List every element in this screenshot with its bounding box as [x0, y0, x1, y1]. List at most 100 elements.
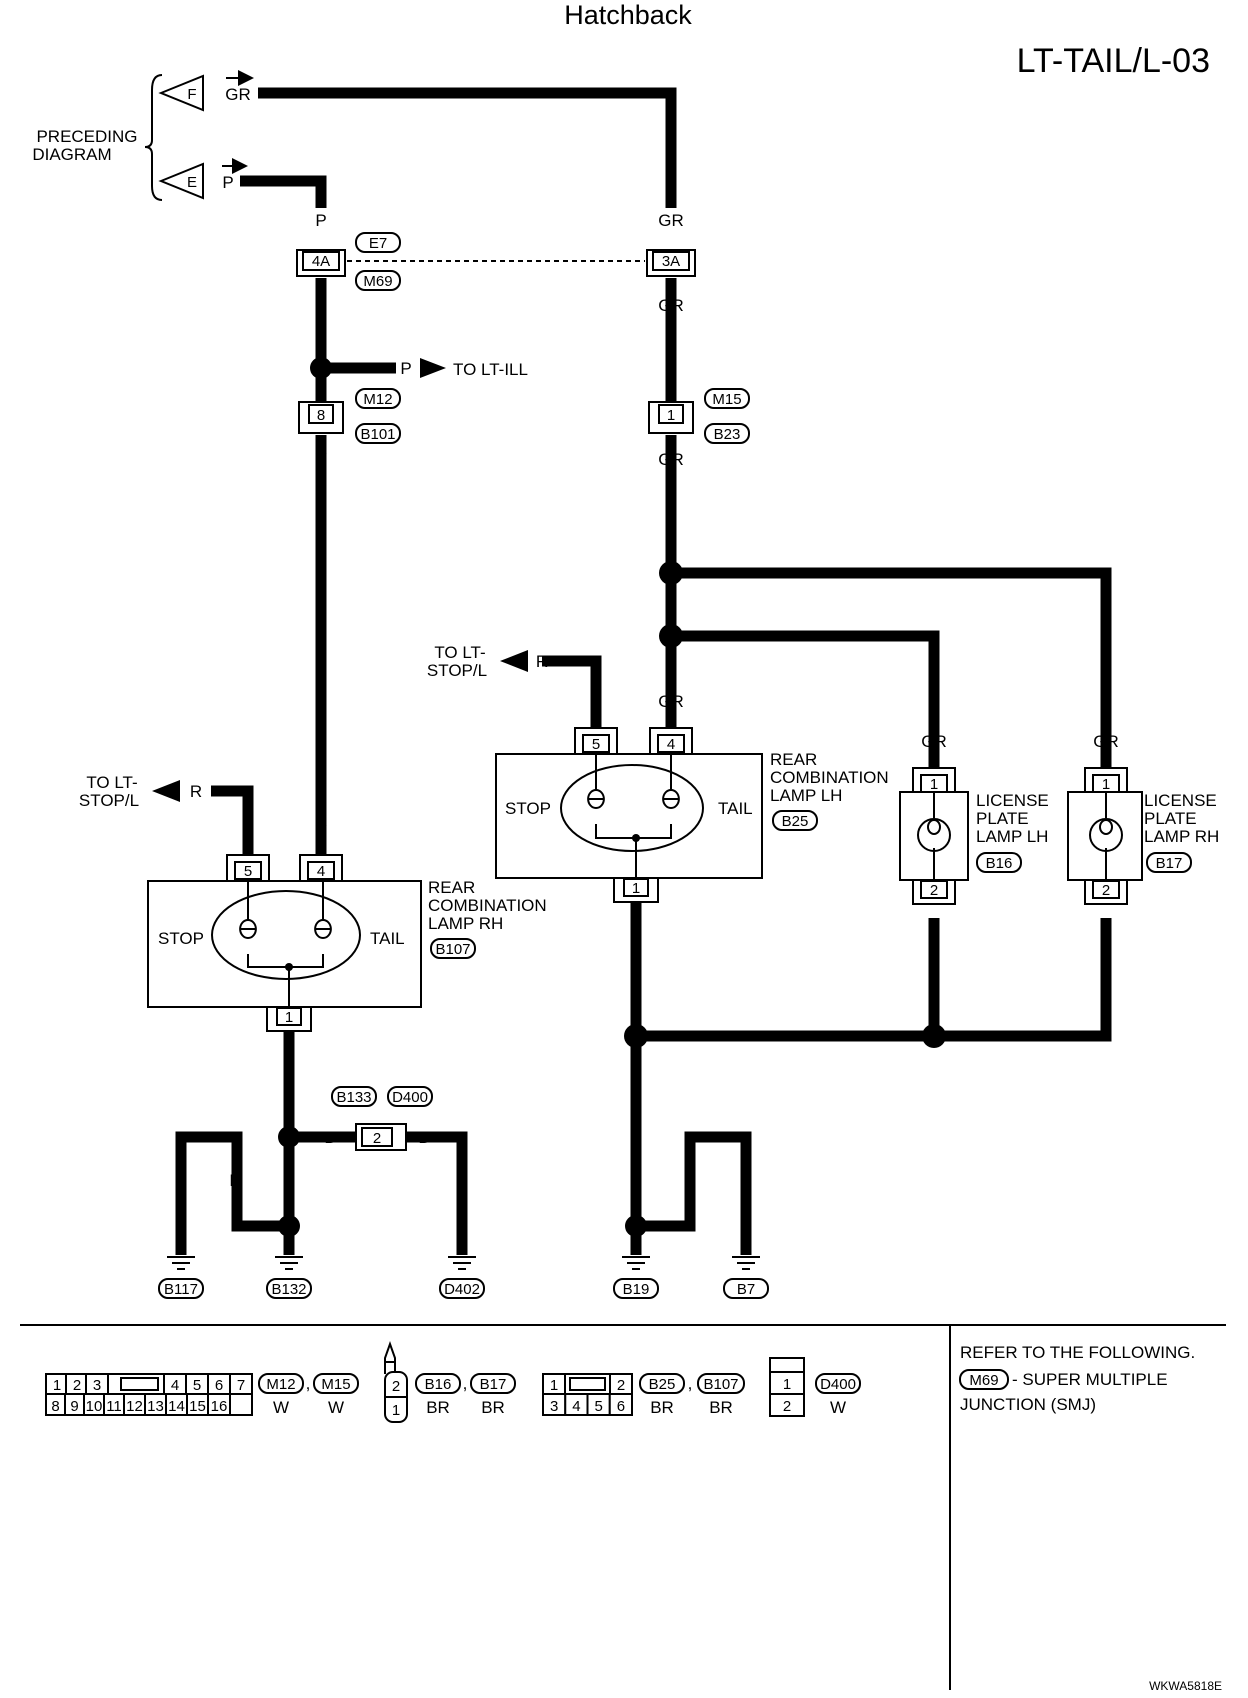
- figure-id: WKWA5818E: [1149, 1679, 1222, 1693]
- wire-color: P: [315, 296, 326, 315]
- legend-pin: 6: [215, 1377, 223, 1394]
- connector-id-badge: [313, 1373, 359, 1394]
- legend-connector-outline: [769, 1357, 805, 1417]
- legend-color: BR: [481, 1398, 505, 1417]
- splice-dot: [624, 1024, 648, 1048]
- wire-color: V: [315, 822, 327, 841]
- legend-pin: 13: [147, 1398, 164, 1415]
- wire-r-lh: [542, 655, 602, 728]
- wire-color: V: [315, 450, 327, 469]
- legend-pin: 1: [550, 1377, 558, 1394]
- pin-label: 1: [1102, 776, 1110, 793]
- connector-id-badge: [1146, 852, 1192, 873]
- pin-label: 1: [930, 776, 938, 793]
- connector-id-badge: [639, 1373, 685, 1394]
- refer-note: REFER TO THE FOLLOWING. M69 - SUPER MULT…: [959, 1343, 1195, 1414]
- splice-dot: [278, 1126, 300, 1148]
- ground-icon: [275, 1256, 303, 1270]
- connector-id-badge: [439, 1278, 485, 1299]
- wire-color: R: [242, 822, 254, 841]
- legend-key: [120, 1377, 159, 1391]
- wire-b-to-d402: [406, 1131, 468, 1255]
- connector-m12-b101: 8 M12 B101: [298, 388, 401, 444]
- lamp-name-1: LICENSE: [1144, 791, 1217, 810]
- connector-pin-box: [361, 1127, 393, 1147]
- tail-label: TAIL: [718, 799, 753, 818]
- wire-b-plates: [636, 918, 1112, 1042]
- wire-gr-main: [258, 87, 677, 208]
- license-plate-lamp-lh: 1 2 LICENSE PLATE LAMP LH B16: [899, 767, 1049, 905]
- legend-pin: 4: [171, 1377, 179, 1394]
- ground-icon: [622, 1256, 650, 1270]
- connector-id: M12: [363, 391, 392, 408]
- connector-pin-box: [658, 404, 684, 424]
- connector-id-badge: [697, 1373, 745, 1394]
- connector-m15-b23: 1 M15 B23: [648, 388, 750, 444]
- wire-color: B: [630, 1171, 641, 1190]
- legend-pin: 6: [617, 1398, 625, 1415]
- connector-id-badge: [387, 1086, 433, 1107]
- wire-color: R: [190, 782, 202, 801]
- legend-comma: ,: [306, 1374, 311, 1393]
- connector-f-label: F: [187, 86, 196, 103]
- splice-points: [278, 357, 946, 1237]
- legend-pin: 1: [392, 1402, 400, 1419]
- preceding-label-1: PRECEDING: [36, 127, 137, 146]
- to-lt-ill-label: TO LT-ILL: [453, 360, 528, 379]
- legend-pin: 15: [189, 1398, 206, 1415]
- legend-pin: 11: [106, 1398, 122, 1415]
- legend-key: [569, 1377, 606, 1391]
- connector-id: B17: [480, 1376, 507, 1393]
- ground-id: B132: [271, 1281, 306, 1298]
- connector-id: B25: [782, 813, 809, 830]
- wire-b-ground-b7: [636, 1131, 752, 1255]
- bulb-icon: [662, 789, 680, 810]
- wire-color: B: [630, 925, 641, 944]
- pin-label: 5: [592, 736, 600, 753]
- connector-id-badge: [704, 423, 750, 444]
- connector-pin-box: [234, 861, 262, 880]
- wire-color: R: [536, 652, 548, 671]
- splice-dot: [625, 1215, 647, 1237]
- connector-id: E7: [369, 235, 387, 252]
- connector-e-label: E: [187, 174, 197, 191]
- pin-label: 2: [373, 1130, 381, 1147]
- connector-pin-box: [657, 734, 685, 753]
- legend-pin: 3: [550, 1398, 558, 1415]
- wire-color: GR: [658, 692, 684, 711]
- lamp-name-1: REAR: [428, 878, 475, 897]
- lamp-junction-dot: [285, 963, 293, 971]
- wire-color: B: [283, 1171, 294, 1190]
- bulb-icon: [917, 818, 951, 852]
- wire-f-color: GR: [225, 85, 251, 104]
- legend-pin: 9: [70, 1398, 78, 1415]
- connector-id-badge: [470, 1373, 516, 1394]
- legend-pin: 2: [783, 1398, 791, 1415]
- legend-color: BR: [650, 1398, 674, 1417]
- refer-line-1: REFER TO THE FOLLOWING.: [960, 1343, 1195, 1362]
- pin-label: 4: [667, 736, 675, 753]
- to-stop-label-rh-1: TO LT-: [86, 773, 137, 792]
- bulb-icon: [1089, 818, 1123, 852]
- to-stop-label-lh-2: STOP/L: [427, 661, 487, 680]
- wire-color: GR: [658, 296, 684, 315]
- connector-id-badge: [415, 1373, 461, 1394]
- legend-pin: 7: [237, 1377, 245, 1394]
- connector-id-badge: [355, 423, 401, 444]
- pin-label: 2: [930, 882, 938, 899]
- connector-id: B107: [435, 941, 470, 958]
- connector-id: M69: [969, 1372, 998, 1389]
- wire-b-ground-b117: [175, 1131, 289, 1255]
- wire-color: B: [1100, 930, 1111, 949]
- connector-id-badge: [430, 938, 476, 959]
- legend-pin-cell: [229, 1373, 253, 1395]
- legend-pin: 2: [392, 1378, 400, 1395]
- to-stop-arrow-lh: [500, 650, 528, 672]
- connector-id-badge: [355, 232, 401, 253]
- lamp-body: [495, 753, 763, 879]
- connector-id-badge: [331, 1086, 377, 1107]
- ground-b19: B19: [613, 1256, 659, 1299]
- splice-dot: [659, 561, 683, 585]
